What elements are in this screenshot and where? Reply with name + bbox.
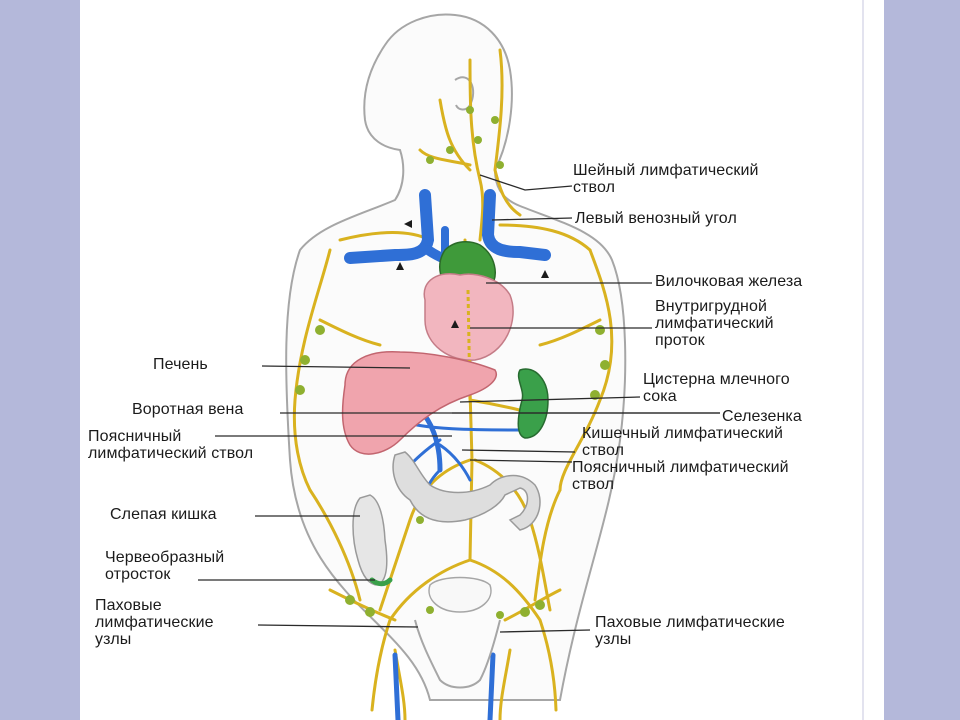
label-lumbar-trunk-left: Поясничный лимфатический ствол bbox=[88, 428, 254, 462]
label-inguinal-nodes-left: Паховые лимфатические узлы bbox=[95, 597, 214, 648]
label-liver: Печень bbox=[153, 356, 208, 373]
label-thymus: Вилочковая железа bbox=[655, 273, 803, 290]
spleen-organ bbox=[517, 368, 549, 439]
bladder-outline bbox=[428, 576, 492, 613]
heart-organ bbox=[423, 273, 514, 361]
label-spleen: Селезенка bbox=[722, 408, 802, 425]
label-thoracic-duct: Внутригрудной лимфатический проток bbox=[655, 298, 774, 349]
flow-arrows bbox=[396, 220, 549, 328]
label-intestinal-trunk: Кишечный лимфатический ствол bbox=[582, 425, 784, 459]
stomach-intestine bbox=[392, 451, 541, 531]
label-cisterna-chyli: Цистерна млечного сока bbox=[643, 371, 790, 405]
groin-outline bbox=[414, 619, 501, 689]
liver-organ bbox=[341, 351, 497, 455]
label-cecum: Слепая кишка bbox=[110, 506, 217, 523]
label-cervical-trunk: Шейный лимфатический ствол bbox=[573, 162, 759, 196]
label-appendix: Червеобразный отросток bbox=[105, 549, 225, 583]
appendix-organ bbox=[369, 577, 393, 587]
label-left-venous-angle: Левый венозный угол bbox=[575, 210, 737, 227]
right-margin-bar bbox=[884, 0, 960, 720]
label-lumbar-trunk-right: Поясничный лимфатический ствол bbox=[572, 459, 789, 493]
left-margin-bar bbox=[0, 0, 80, 720]
leader-lines bbox=[198, 174, 720, 633]
label-portal-vein: Воротная вена bbox=[132, 401, 244, 418]
label-inguinal-nodes-right: Паховые лимфатические узлы bbox=[595, 614, 785, 648]
panel-edge-line bbox=[862, 0, 864, 720]
